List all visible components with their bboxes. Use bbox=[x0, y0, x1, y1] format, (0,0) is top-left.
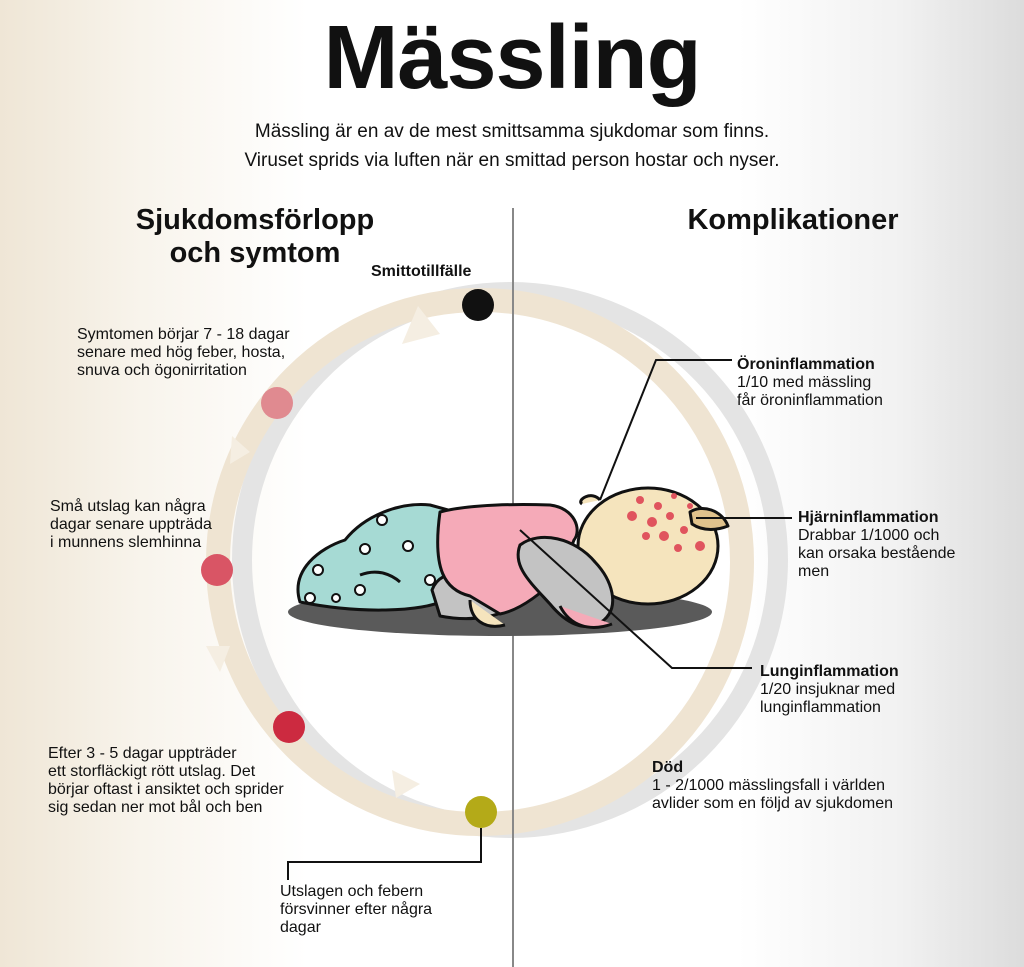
stage-text-line: börjar oftast i ansiktet och sprider bbox=[48, 781, 284, 798]
complication-text-line: lunginflammation bbox=[760, 699, 881, 716]
cycle-arrow-icon bbox=[402, 306, 440, 344]
course-heading-line: Sjukdomsförlopp bbox=[135, 204, 375, 236]
stage-text-line: dagar senare uppträda bbox=[50, 516, 212, 533]
complication-death: Död 1 - 2/1000 mässlingsfall i världen a… bbox=[652, 759, 893, 813]
stage-text-line: dagar bbox=[280, 919, 321, 936]
complication-text-line: 1 - 2/1000 mässlingsfall i världen bbox=[652, 777, 886, 794]
complication-text-line: 1/20 insjuknar med bbox=[760, 681, 896, 698]
complication-ear-infection: Öroninflammation 1/10 med mässling får ö… bbox=[737, 356, 883, 410]
complication-text-line: avlider som en följd av sjukdomen bbox=[652, 795, 894, 812]
complication-text-line: men bbox=[798, 563, 830, 580]
stage-text-line: Små utslag kan några bbox=[50, 498, 206, 515]
cycle-arrow-icon bbox=[206, 646, 230, 672]
complication-encephalitis: Hjärninflammation Drabbar 1/1000 och kan… bbox=[798, 509, 955, 581]
ear-infection-leader-line bbox=[599, 359, 732, 501]
complication-text-line: 1/10 med mässling bbox=[737, 374, 872, 391]
complication-title: Död bbox=[652, 759, 684, 776]
stage-mouth-rash-text: Små utslag kan några dagar senare uppträ… bbox=[50, 498, 212, 552]
intro-line: Viruset sprids via luften när en smittad… bbox=[244, 150, 780, 171]
course-heading: Sjukdomsförlopp och symtom bbox=[60, 204, 450, 270]
measles-rash-spot-icon bbox=[627, 493, 705, 552]
stage-text-line: försvinner efter några bbox=[280, 901, 433, 918]
stage-text-line: ett storfläckigt rött utslag. Det bbox=[48, 763, 256, 780]
stage-text-line: Symtomen börjar 7 - 18 dagar bbox=[77, 326, 290, 343]
cycle-arrow-icon bbox=[230, 436, 250, 464]
stage-infection-title: Smittotillfälle bbox=[371, 263, 472, 280]
recovery-leader-line bbox=[287, 828, 482, 880]
stage-recovery-text: Utslagen och febern försvinner efter någ… bbox=[280, 883, 432, 937]
stage-dot-infection bbox=[462, 289, 494, 321]
intro-text: Mässling är en av de mest smittsamma sju… bbox=[0, 117, 1024, 175]
complication-title: Öroninflammation bbox=[737, 356, 875, 373]
pneumonia-leader-line bbox=[519, 529, 752, 669]
intro-line: Mässling är en av de mest smittsamma sju… bbox=[254, 121, 770, 142]
stage-text-line: senare med hög feber, hosta, bbox=[77, 344, 286, 361]
pajama-pattern bbox=[304, 514, 436, 604]
page-title: Mässling bbox=[323, 8, 701, 108]
complication-pneumonia: Lunginflammation 1/20 insjuknar med lung… bbox=[760, 663, 899, 717]
stage-text-line: i munnens slemhinna bbox=[50, 534, 202, 551]
complication-title: Lunginflammation bbox=[760, 663, 899, 680]
stage-text-line: Efter 3 - 5 dagar uppträder bbox=[48, 745, 237, 762]
stage-body-rash-text: Efter 3 - 5 dagar uppträder ett storfläc… bbox=[48, 745, 284, 817]
complication-text-line: får öroninflammation bbox=[737, 392, 883, 409]
stage-text-line: sig sedan ner mot bål och ben bbox=[48, 799, 263, 816]
stage-dot-body-rash bbox=[273, 711, 305, 743]
course-heading-line: och symtom bbox=[169, 237, 341, 269]
sleeping-child-illustration bbox=[288, 486, 730, 636]
stage-symptoms-text: Symtomen börjar 7 - 18 dagar senare med … bbox=[77, 326, 290, 380]
stage-text-line: Utslagen och febern bbox=[280, 883, 424, 900]
stage-dot-mouth-rash bbox=[201, 554, 233, 586]
complication-title: Hjärninflammation bbox=[798, 509, 939, 526]
stage-text-line: snuva och ögonirritation bbox=[77, 362, 247, 379]
complication-text-line: kan orsaka bestående bbox=[798, 545, 956, 562]
complications-heading: Komplikationer bbox=[687, 204, 899, 236]
complication-text-line: Drabbar 1/1000 och bbox=[798, 527, 940, 544]
cycle-arrow-icon bbox=[392, 770, 420, 798]
stage-dot-symptoms bbox=[261, 387, 293, 419]
stage-dot-recovery bbox=[465, 796, 497, 828]
